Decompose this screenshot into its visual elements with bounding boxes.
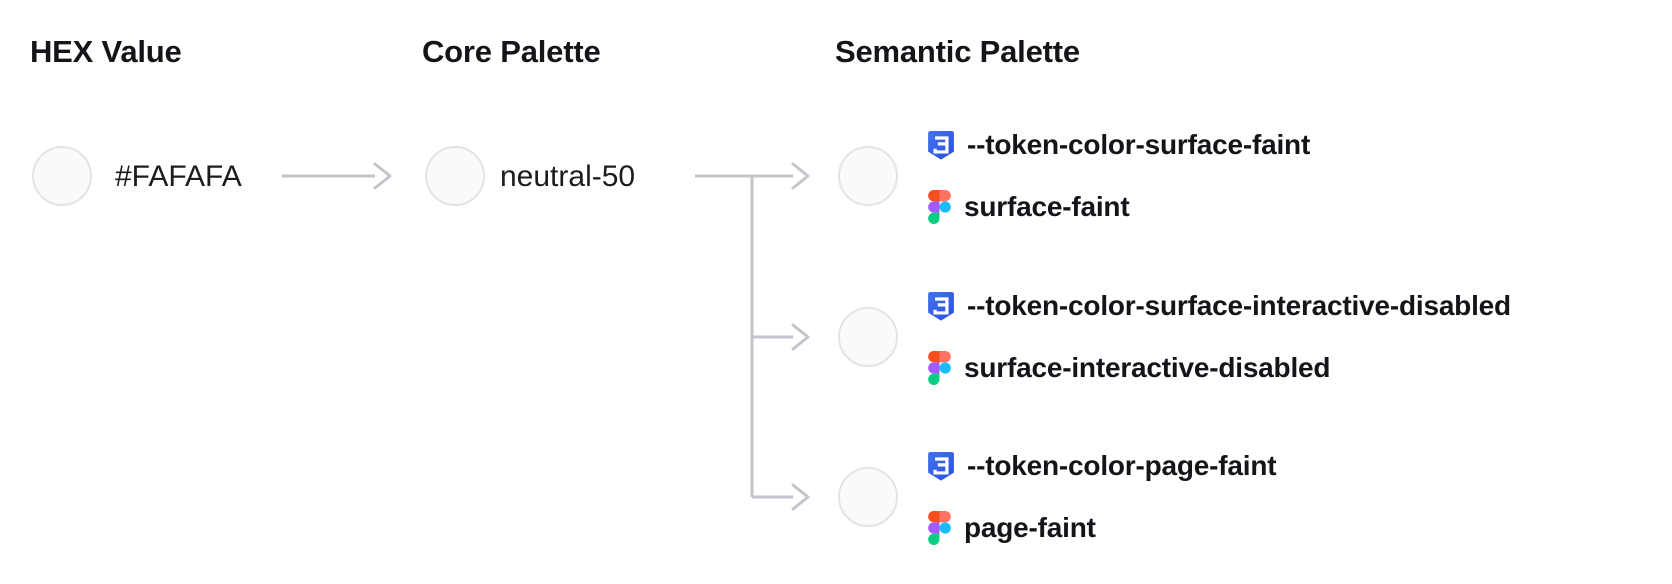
semantic-token-entry: --token-color-surface-faint surface-fain… <box>838 122 1598 230</box>
figma-style-name: surface-faint <box>964 191 1130 222</box>
css-variable-name: --token-color-page-faint <box>967 450 1277 481</box>
figma-logo-icon <box>928 351 951 385</box>
semantic-color-swatch <box>838 467 898 527</box>
figma-logo-icon <box>928 511 951 545</box>
connector-core-to-semantic <box>695 162 810 511</box>
hex-value-heading: HEX Value <box>30 34 182 69</box>
semantic-token-entry: --token-color-surface-interactive-disabl… <box>838 283 1598 391</box>
core-color-swatch <box>425 146 485 206</box>
hex-color-swatch <box>32 146 92 206</box>
css-variable-row: --token-color-page-faint <box>928 443 1277 489</box>
figma-style-row: surface-interactive-disabled <box>928 345 1511 391</box>
css3-shield-icon <box>928 130 954 160</box>
figma-style-row: page-faint <box>928 505 1276 551</box>
semantic-palette-heading: Semantic Palette <box>835 34 1080 69</box>
semantic-color-swatch <box>838 307 898 367</box>
figma-style-name: page-faint <box>964 512 1096 543</box>
figma-style-row: surface-faint <box>928 184 1310 230</box>
css-variable-row: --token-color-surface-faint <box>928 122 1310 168</box>
css-variable-row: --token-color-surface-interactive-disabl… <box>928 283 1511 329</box>
arrow-hex-to-core <box>282 162 392 190</box>
hex-value-label: #FAFAFA <box>115 160 242 193</box>
css3-shield-icon <box>928 291 954 321</box>
semantic-token-entry: --token-color-page-faint page-faint <box>838 443 1598 551</box>
css-variable-name: --token-color-surface-faint <box>967 129 1311 160</box>
semantic-color-swatch <box>838 146 898 206</box>
figma-style-name: surface-interactive-disabled <box>964 352 1331 383</box>
figma-logo-icon <box>928 190 951 224</box>
core-palette-label: neutral-50 <box>500 160 636 193</box>
core-palette-heading: Core Palette <box>422 34 601 69</box>
css3-shield-icon <box>928 451 954 481</box>
css-variable-name: --token-color-surface-interactive-disabl… <box>967 290 1511 321</box>
